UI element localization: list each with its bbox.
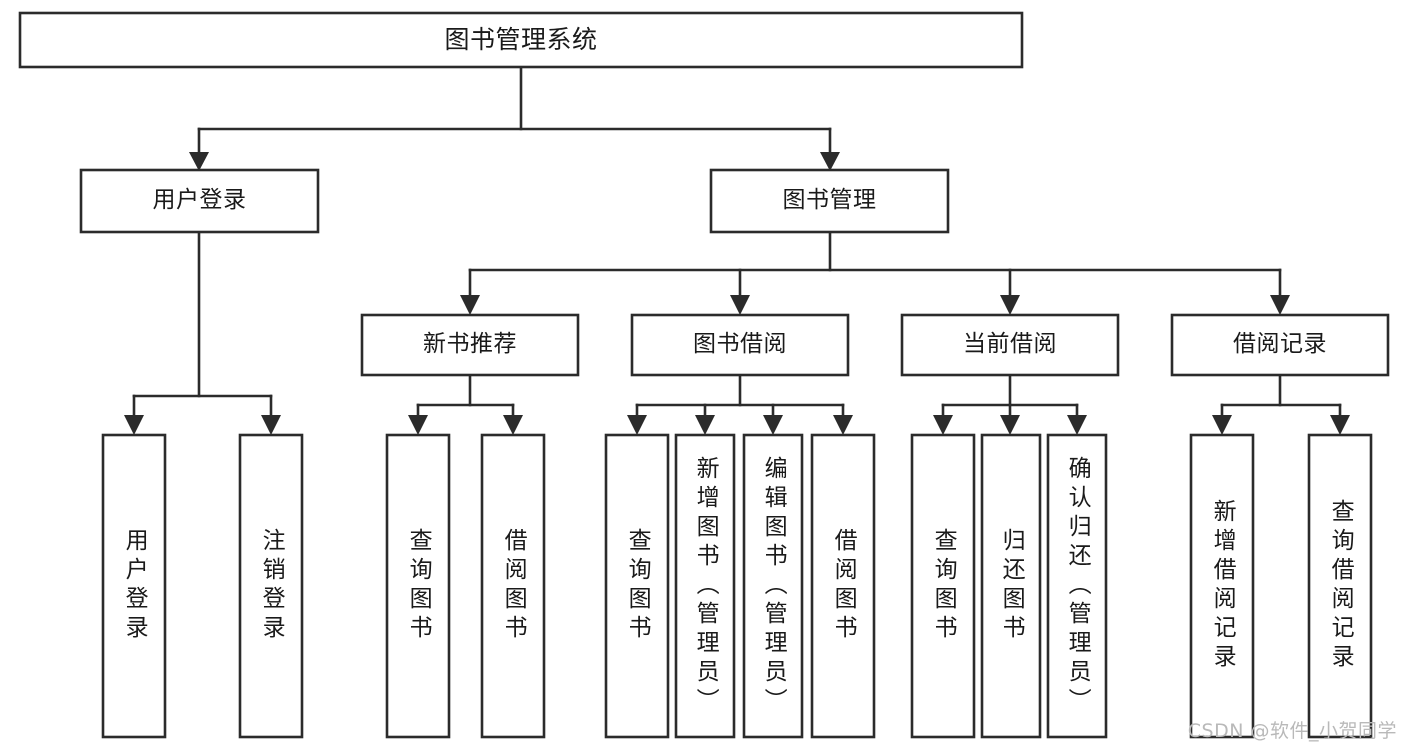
arrow-to-new-book-recommend xyxy=(460,295,480,315)
node-box-leaf-add-record[interactable] xyxy=(1189,433,1255,739)
csdn-watermark: CSDN @软件_小贺同学 xyxy=(1187,720,1397,742)
arrow-leaf-return-book xyxy=(1000,415,1020,435)
edges-layer xyxy=(124,65,1350,435)
arrow-leaf-query-book-2 xyxy=(627,415,647,435)
node-box-leaf-query-book-3[interactable] xyxy=(910,433,976,739)
arrow-leaf-confirm-return xyxy=(1067,415,1087,435)
node-box-leaf-user-login[interactable] xyxy=(101,433,167,739)
arrow-leaf-add-book xyxy=(695,415,715,435)
node-box-leaf-query-book-1[interactable] xyxy=(385,433,451,739)
arrow-to-book-borrow xyxy=(730,295,750,315)
node-box-leaf-add-book[interactable] xyxy=(674,433,736,739)
node-box-leaf-confirm-return[interactable] xyxy=(1046,433,1108,739)
arrow-leaf-edit-book xyxy=(763,415,783,435)
node-box-leaf-logout-login[interactable] xyxy=(238,433,304,739)
node-box-new-book-recommend[interactable] xyxy=(360,313,580,377)
node-box-leaf-return-book[interactable] xyxy=(980,433,1042,739)
node-box-book-manage[interactable] xyxy=(709,168,950,234)
arrow-to-current-borrow xyxy=(1000,295,1020,315)
node-box-leaf-borrow-book-2[interactable] xyxy=(810,433,876,739)
arrow-to-borrow-record xyxy=(1270,295,1290,315)
node-box-current-borrow[interactable] xyxy=(900,313,1120,377)
arrow-leaf-user-login xyxy=(124,415,144,435)
node-box-root[interactable] xyxy=(18,11,1024,69)
boxes-layer xyxy=(18,11,1390,739)
arrow-leaf-borrow-book-2 xyxy=(833,415,853,435)
node-box-book-borrow[interactable] xyxy=(630,313,850,377)
arrow-to-book-manage xyxy=(820,152,840,171)
node-box-user-login[interactable] xyxy=(79,168,320,234)
node-box-leaf-borrow-book-1[interactable] xyxy=(480,433,546,739)
node-box-leaf-query-book-2[interactable] xyxy=(604,433,670,739)
arrow-leaf-borrow-book-1 xyxy=(503,415,523,435)
arrow-leaf-query-book-3 xyxy=(933,415,953,435)
node-box-borrow-record[interactable] xyxy=(1170,313,1390,377)
arrow-to-user-login xyxy=(189,152,209,171)
arrow-leaf-query-record xyxy=(1330,415,1350,435)
node-box-leaf-query-record[interactable] xyxy=(1307,433,1373,739)
arrow-leaf-add-record xyxy=(1212,415,1232,435)
arrow-leaf-logout-login xyxy=(261,415,281,435)
node-box-leaf-edit-book[interactable] xyxy=(742,433,804,739)
arrow-leaf-query-book-1 xyxy=(408,415,428,435)
